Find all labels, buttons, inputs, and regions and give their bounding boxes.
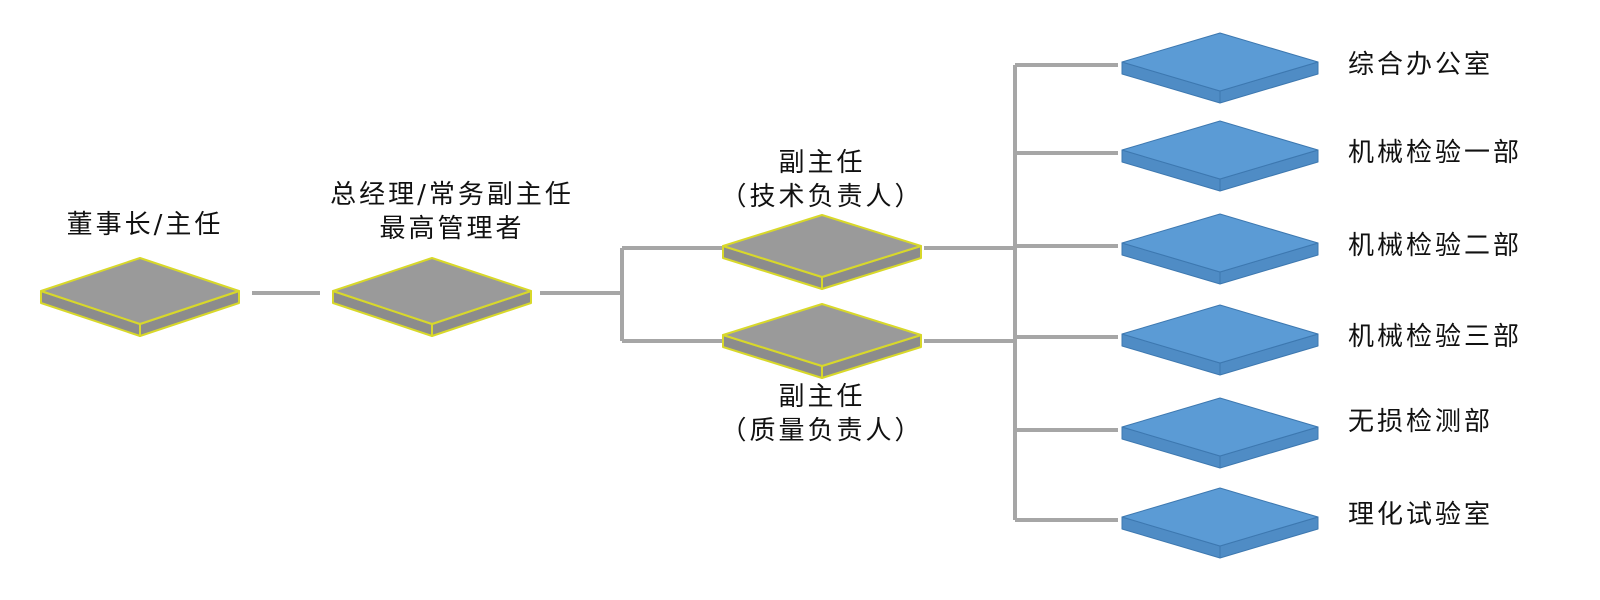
department-node [1121, 32, 1319, 104]
gm-node [332, 257, 532, 337]
department-label: 机械检验一部 [1348, 138, 1523, 168]
department-label: 理化试验室 [1348, 500, 1494, 530]
department-label: 机械检验三部 [1348, 322, 1523, 352]
deputy-tech-node [722, 214, 922, 290]
deputy-tech-role: （技术负责人） [720, 182, 924, 212]
department-label: 综合办公室 [1348, 50, 1494, 80]
deputy-tech-label: 副主任 （技术负责人） [720, 146, 923, 214]
deputy-quality-title: 副主任 [778, 382, 866, 412]
department-node [1121, 304, 1319, 376]
department-node [1121, 213, 1319, 285]
deputy-quality-label: 副主任 （质量负责人） [720, 380, 923, 448]
org-nodes [40, 32, 1319, 559]
department-label: 机械检验二部 [1348, 231, 1523, 261]
gm-label: 总经理/常务副主任 最高管理者 [330, 178, 574, 246]
gm-subtitle: 最高管理者 [379, 214, 525, 244]
deputy-quality-node [722, 303, 922, 379]
gm-title: 总经理/常务副主任 [330, 180, 574, 210]
department-node [1121, 487, 1319, 559]
connector-lines [252, 63, 1118, 522]
department-label: 无损检测部 [1348, 407, 1494, 437]
department-node [1121, 397, 1319, 469]
deputy-quality-role: （质量负责人） [720, 416, 924, 446]
chairman-node [40, 257, 240, 337]
deputy-tech-title: 副主任 [778, 148, 866, 178]
department-node [1121, 120, 1319, 192]
chairman-label: 董事长/主任 [66, 210, 224, 240]
